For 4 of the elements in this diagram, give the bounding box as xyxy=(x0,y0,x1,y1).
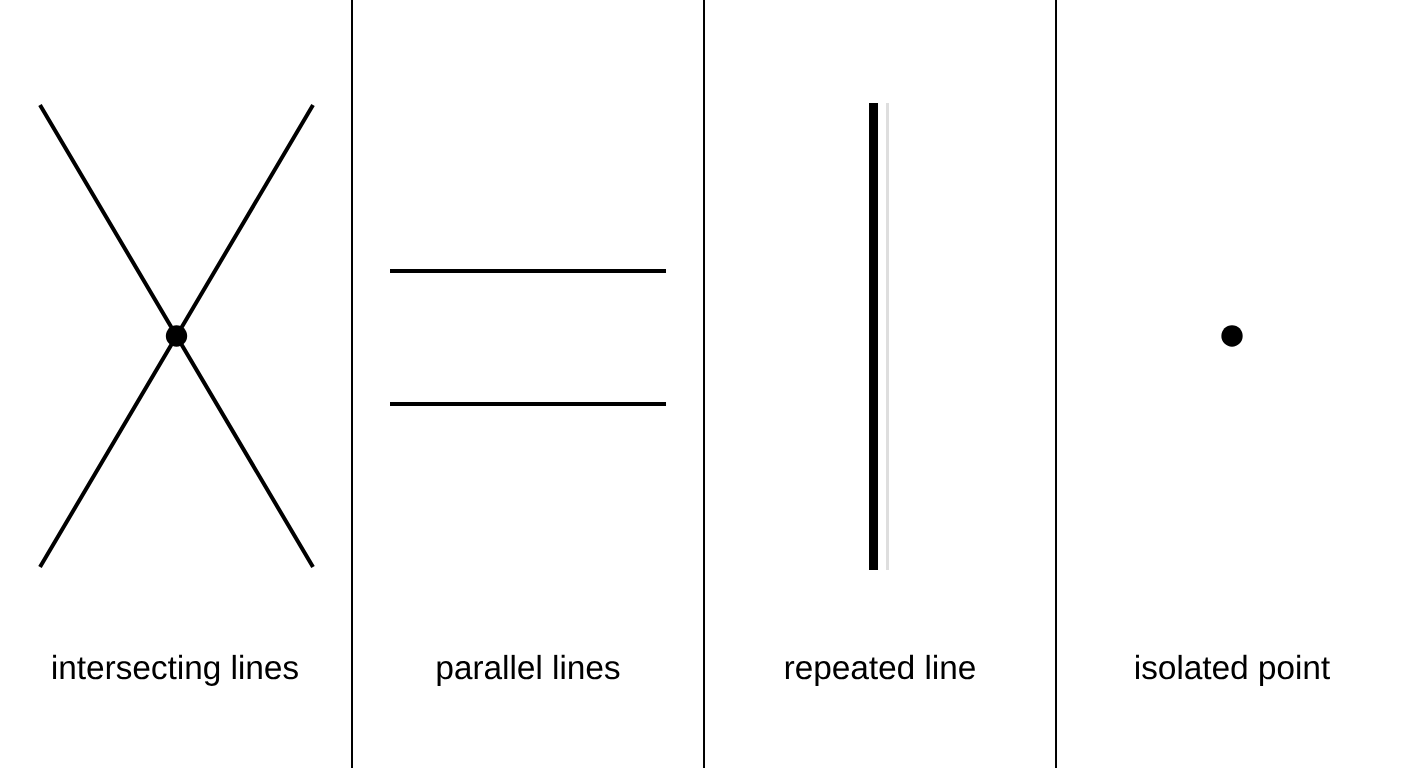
panel-caption: isolated point xyxy=(1136,654,1330,686)
panel-caption: repeated line xyxy=(785,654,975,686)
panel-caption: parallel lines xyxy=(437,654,620,686)
panel-caption: intersecting lines xyxy=(53,654,298,686)
